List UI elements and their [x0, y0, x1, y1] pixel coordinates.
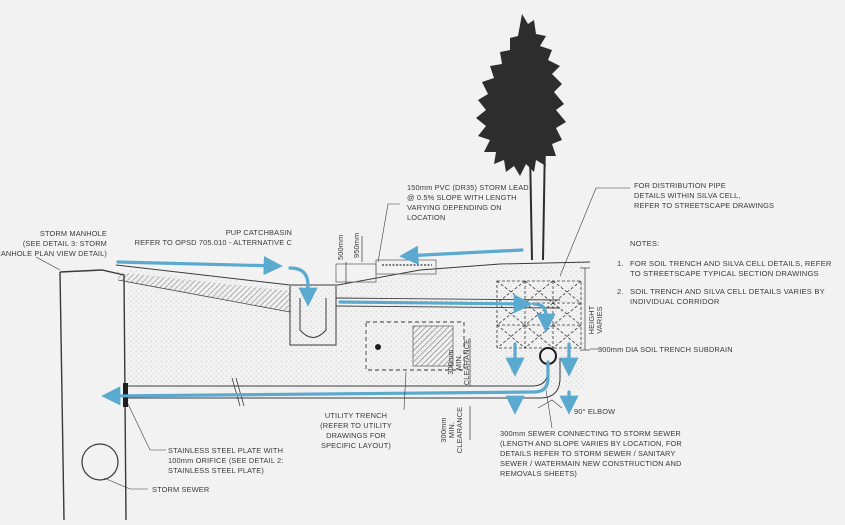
label-subdrain: 300mm DIA SOIL TRENCH SUBDRAIN [598, 345, 733, 354]
svg-text:300mm: 300mm [446, 349, 455, 374]
svg-text:(LENGTH AND SLOPE VARIES BY LO: (LENGTH AND SLOPE VARIES BY LOCATION, FO… [500, 439, 682, 448]
label-min-clearance-lower: 300mm MIN. CLEARANCE [439, 407, 464, 454]
svg-text:SEWER / WATERMAIN NEW CONSTRUC: SEWER / WATERMAIN NEW CONSTRUCTION AND [500, 459, 681, 468]
dimension-lines [345, 236, 590, 440]
flow-arrows [101, 245, 579, 415]
svg-text:SPECIFIC LAYOUT): SPECIFIC LAYOUT) [321, 441, 391, 450]
storm-sewer-pipe [81, 443, 119, 481]
note-1-text: FOR SOIL TRENCH AND SILVA CELL DETAILS, … [630, 259, 832, 268]
label-elbow: 90° ELBOW [574, 407, 615, 416]
utility-trench [365, 321, 465, 371]
label-storm-sewer: STORM SEWER [152, 485, 209, 494]
svg-text:MIN.: MIN. [454, 354, 463, 370]
svg-text:CLEARANCE: CLEARANCE [462, 339, 471, 386]
svg-text:300mm SEWER CONNECTING TO STOR: 300mm SEWER CONNECTING TO STORM SEWER [500, 429, 681, 438]
sewer-flow-arrow [101, 360, 550, 406]
ground-surface-line [115, 261, 591, 286]
label-storm-lead: 150mm PVC (DR35) STORM LEAD @ 0.5% SLOPE… [407, 183, 529, 222]
surface-flow-arrow [116, 256, 283, 276]
catchbasin-inflow-arrow [288, 266, 318, 307]
note-2-text: INDIVIDUAL CORRIDOR [630, 297, 720, 306]
svg-text:(SEE DETAIL 3: STORM: (SEE DETAIL 3: STORM [23, 239, 107, 248]
svg-text:REMOVALS SHEETS): REMOVALS SHEETS) [500, 469, 577, 478]
svg-text:100mm ORIFICE (SEE DETAIL 2:: 100mm ORIFICE (SEE DETAIL 2: [168, 456, 284, 465]
label-distribution-pipe: FOR DISTRIBUTION PIPE DETAILS WITHIN SIL… [634, 181, 774, 210]
svg-text:PUP CATCHBASIN: PUP CATCHBASIN [226, 228, 292, 237]
storm-lead-flow-arrow [338, 294, 533, 314]
svg-text:REFER TO STREETSCAPE DRAWINGS: REFER TO STREETSCAPE DRAWINGS [634, 201, 774, 210]
svg-text:STORM MANHOLE: STORM MANHOLE [40, 229, 107, 238]
svg-text:300mm: 300mm [439, 417, 448, 442]
svg-text:@ 0.5% SLOPE WITH LENGTH: @ 0.5% SLOPE WITH LENGTH [407, 193, 517, 202]
svg-text:MANHOLE PLAN VIEW DETAIL): MANHOLE PLAN VIEW DETAIL) [0, 249, 107, 258]
note-2-text: SOIL TRENCH AND SILVA CELL DETAILS VARIE… [630, 287, 825, 296]
svg-text:DETAILS WITHIN SILVA CELL,: DETAILS WITHIN SILVA CELL, [634, 191, 741, 200]
surface-flow-arrow-right [399, 245, 524, 265]
svg-text:STAINLESS STEEL PLATE WITH: STAINLESS STEEL PLATE WITH [168, 446, 283, 455]
silva-cell-grid [496, 280, 582, 349]
notes-title: NOTES: [630, 239, 659, 248]
svg-text:VARYING DEPENDING ON: VARYING DEPENDING ON [407, 203, 502, 212]
svg-text:HEIGHT: HEIGHT [587, 305, 596, 334]
label-steel-plate: STAINLESS STEEL PLATE WITH 100mm ORIFICE… [168, 446, 284, 475]
svg-text:REFER TO OPSD 705.010 - ALTERN: REFER TO OPSD 705.010 - ALTERNATIVE C [135, 238, 293, 247]
label-dim-950: 950mm [352, 233, 361, 258]
note-1-text: TO STREETSCAPE TYPICAL SECTION DRAWINGS [630, 269, 819, 278]
utility-box [412, 325, 454, 367]
note-1-number: 1. [617, 259, 624, 268]
svg-text:FOR DISTRIBUTION PIPE: FOR DISTRIBUTION PIPE [634, 181, 726, 190]
label-dim-500: 500mm [336, 235, 345, 260]
label-sewer-connection: 300mm SEWER CONNECTING TO STORM SEWER (L… [500, 429, 682, 478]
label-storm-manhole: STORM MANHOLE (SEE DETAIL 3: STORM MANHO… [0, 229, 107, 258]
silva-cell-flow-arrow [532, 302, 556, 333]
label-utility-trench: UTILITY TRENCH (REFER TO UTILITY DRAWING… [320, 411, 392, 450]
tree-icon [476, 14, 566, 261]
road-base-hatch [118, 272, 290, 312]
svg-text:150mm PVC (DR35) STORM LEAD: 150mm PVC (DR35) STORM LEAD [407, 183, 529, 192]
svg-text:CLEARANCE: CLEARANCE [455, 407, 464, 454]
note-2-number: 2. [617, 287, 624, 296]
svg-text:DRAWINGS FOR: DRAWINGS FOR [326, 431, 386, 440]
label-height-varies: HEIGHT VARIES [587, 305, 604, 334]
svg-text:(REFER TO UTILITY: (REFER TO UTILITY [320, 421, 392, 430]
svg-text:LOCATION: LOCATION [407, 213, 445, 222]
svg-text:UTILITY TRENCH: UTILITY TRENCH [325, 411, 387, 420]
label-min-clearance-upper: 300mm MIN. CLEARANCE [446, 339, 471, 386]
notes-block: NOTES: 1. FOR SOIL TRENCH AND SILVA CELL… [617, 239, 832, 306]
svg-text:DETAILS REFER TO STORM SEWER /: DETAILS REFER TO STORM SEWER / SANITARY [500, 449, 675, 458]
label-pup-catchbasin: PUP CATCHBASIN REFER TO OPSD 705.010 - A… [135, 228, 293, 247]
leader-lines [35, 187, 630, 490]
svg-text:STAINLESS STEEL PLATE): STAINLESS STEEL PLATE) [168, 466, 264, 475]
svg-text:VARIES: VARIES [595, 306, 604, 333]
soil-section [115, 261, 591, 390]
svg-text:MIN.: MIN. [447, 422, 456, 438]
